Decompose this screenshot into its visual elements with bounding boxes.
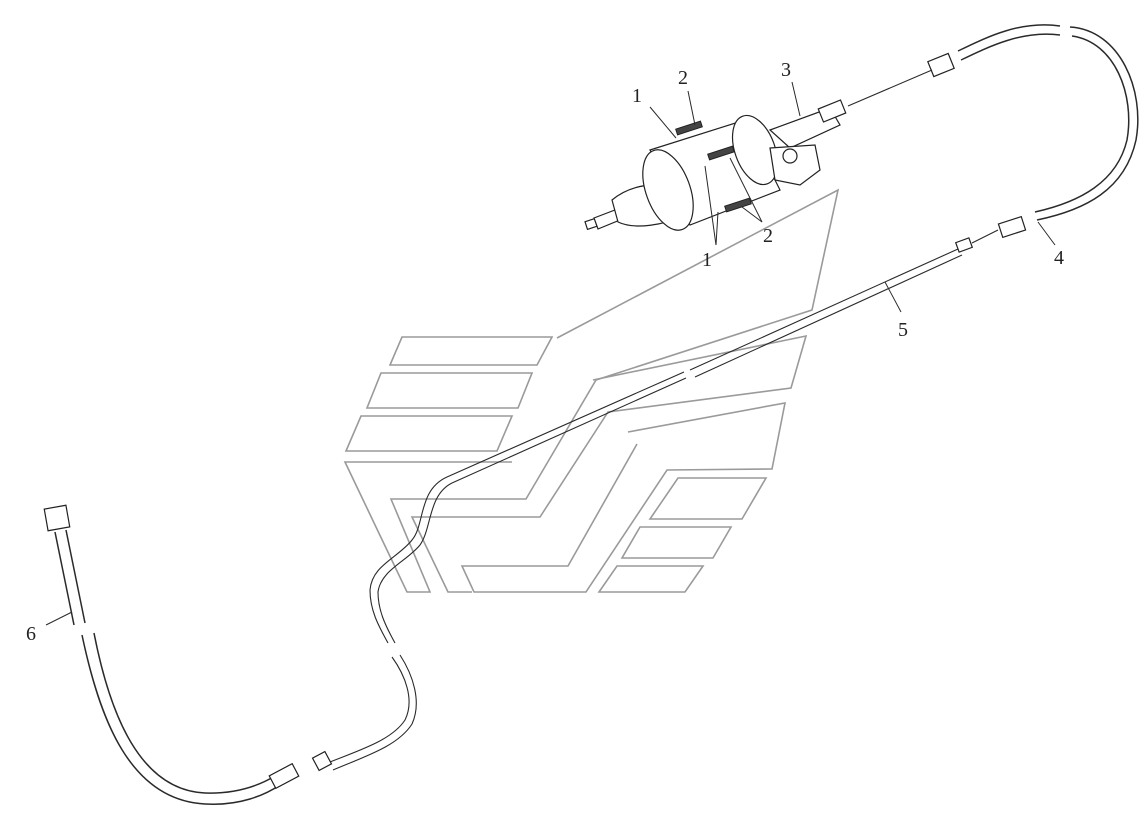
callout-2-top: 2 (678, 67, 688, 89)
callout-6: 6 (26, 623, 36, 645)
clutch-booster-assembly (584, 99, 847, 231)
callout-1-top: 1 (632, 85, 642, 107)
pipe-4 (847, 24, 1139, 239)
callout-2-bottom: 2 (763, 225, 773, 247)
callout-5: 5 (898, 319, 908, 341)
kamaz-logo-icon (343, 188, 840, 593)
callout-1-bottom: 1 (702, 249, 712, 271)
leader-lines (45, 81, 1056, 626)
pipe-5 (329, 229, 999, 771)
pipe-6 (43, 504, 333, 805)
callout-3: 3 (781, 59, 791, 81)
callout-4: 4 (1054, 247, 1064, 269)
